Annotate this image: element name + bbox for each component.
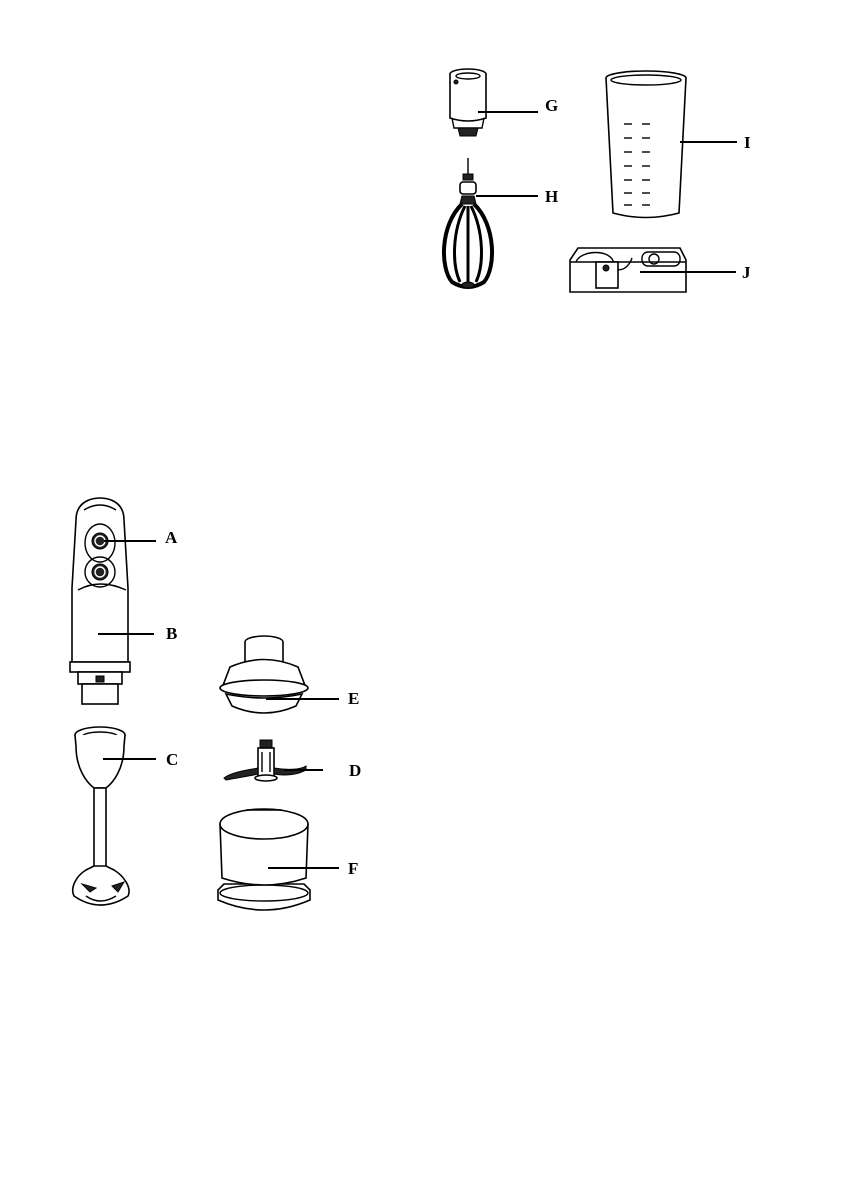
label-j: J (742, 263, 751, 282)
label-i: I (744, 133, 751, 152)
part-h-whisk (444, 158, 492, 288)
label-h: H (545, 187, 558, 206)
label-b: B (166, 624, 177, 643)
label-f: F (348, 859, 358, 878)
part-j-wall-holder (570, 248, 686, 292)
part-e-chopper-lid (220, 636, 308, 713)
label-g: G (545, 96, 558, 115)
part-c-blending-shaft (73, 727, 129, 905)
part-g-whisk-adapter (450, 69, 486, 136)
label-d: D (349, 761, 361, 780)
part-ab-motor-unit (70, 498, 130, 704)
part-f-chopper-bowl (218, 809, 310, 910)
label-c: C (166, 750, 178, 769)
label-a: A (165, 528, 178, 547)
part-i-measuring-beaker (606, 71, 686, 218)
part-d-chopping-blade (224, 740, 306, 781)
label-e: E (348, 689, 359, 708)
